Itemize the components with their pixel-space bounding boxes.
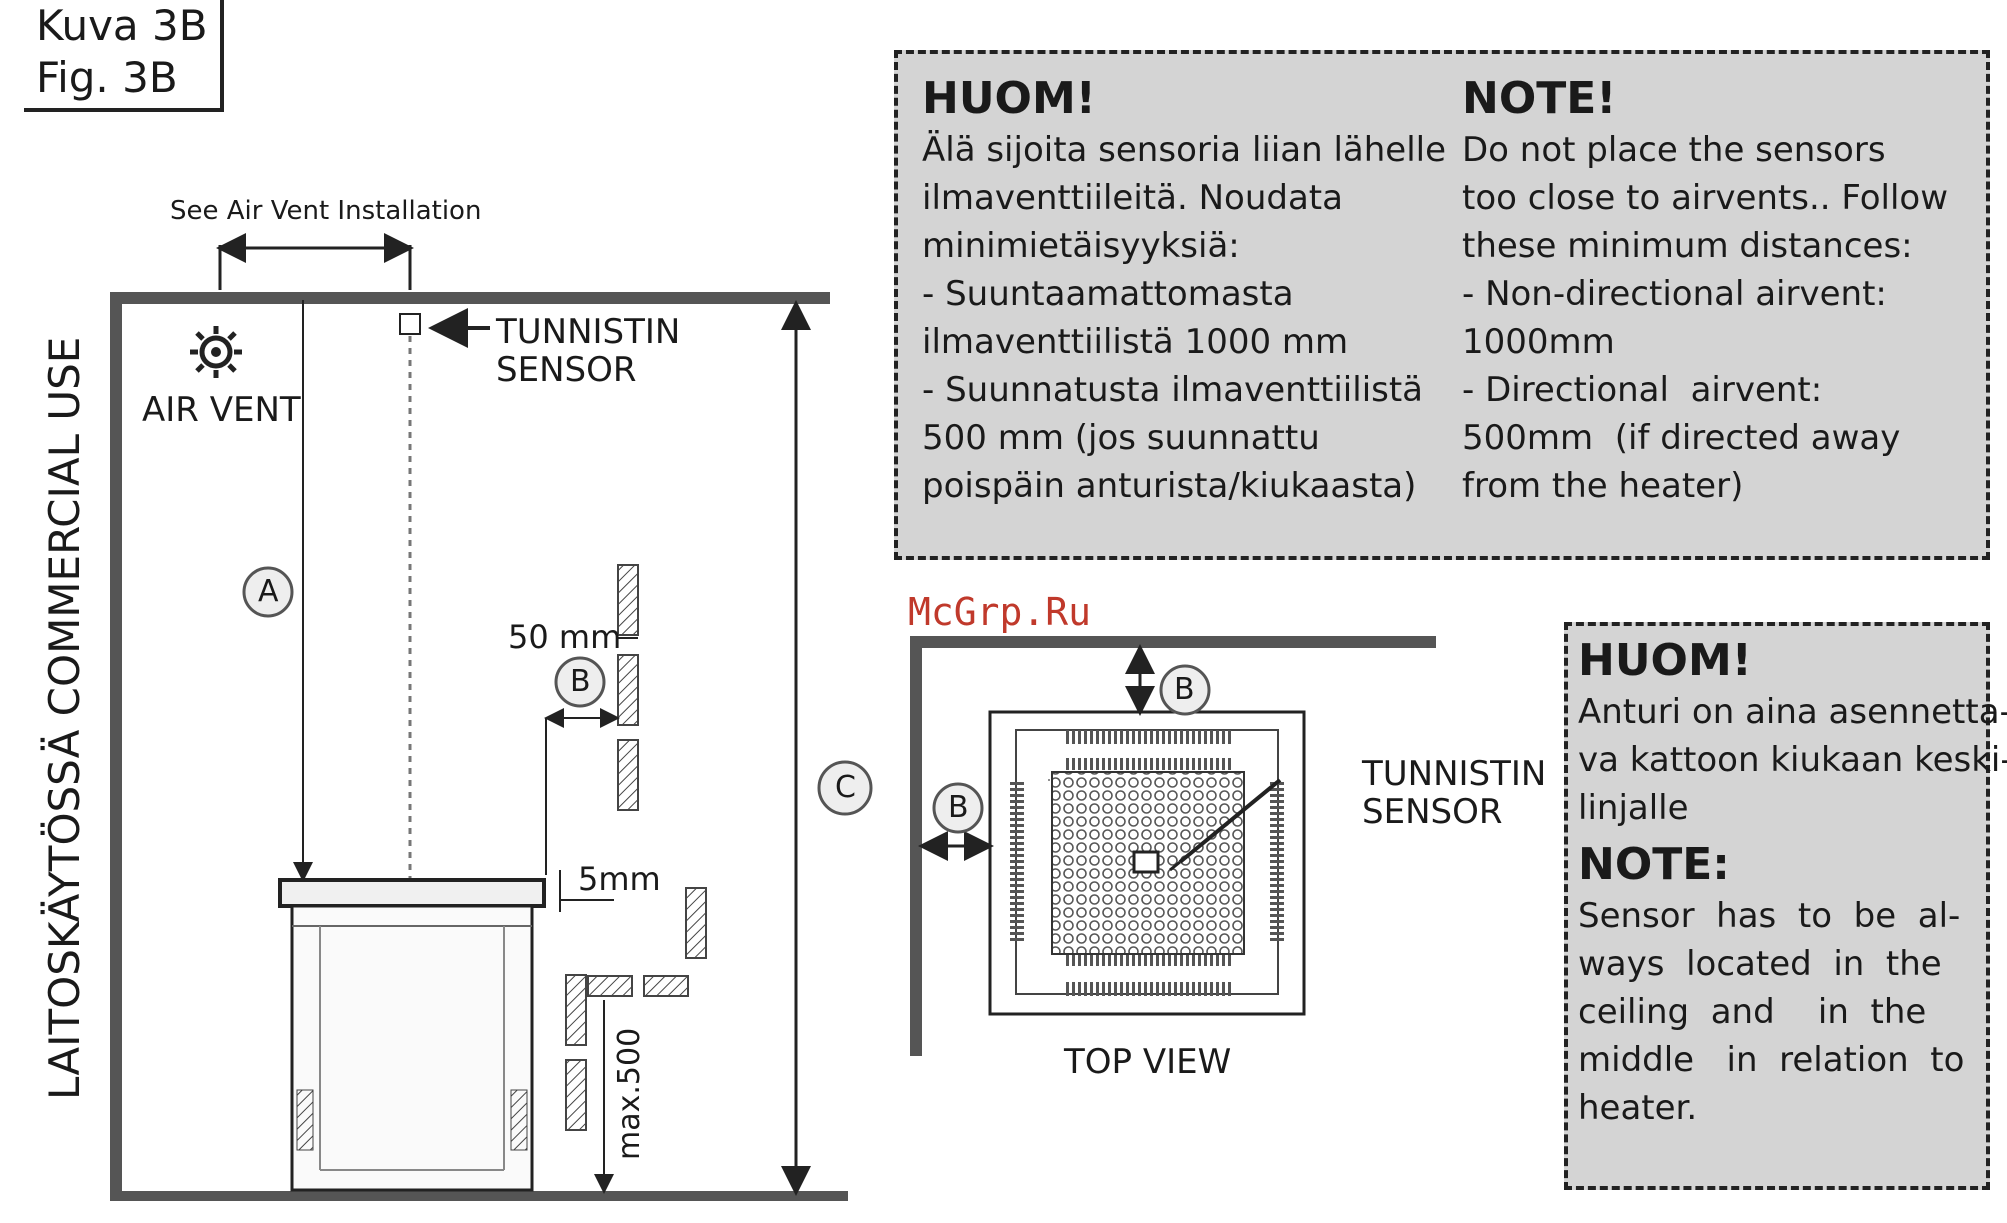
- note-bottom-fi-line: linjalle: [1578, 788, 1689, 828]
- note-top-en-line: - Non-directional airvent:: [1462, 274, 1887, 314]
- figure-label: Kuva 3B Fig. 3B: [36, 0, 208, 104]
- sensor-icon: [399, 313, 421, 335]
- note-top-fi-heading: HUOM!: [922, 73, 1096, 124]
- air-vent-label: AIR VENT: [142, 390, 301, 430]
- note-top-fi-line: ilmaventtiilistä 1000 mm: [922, 322, 1349, 362]
- dim-c-label: C: [835, 770, 856, 805]
- dim-max500-label: max.500: [612, 1027, 647, 1160]
- heater-body: [290, 904, 534, 1192]
- note-bottom-fi-heading: HUOM!: [1578, 635, 1752, 686]
- dim-b-label: B: [570, 664, 591, 699]
- figure-label-box: [24, 0, 224, 112]
- side-view-diagram: [110, 233, 873, 1201]
- note-bottom-en-heading: NOTE:: [1578, 839, 1730, 890]
- dim-a-circle: [242, 566, 294, 618]
- left-dim-b-label: B: [948, 790, 969, 825]
- note-top-en-line: from the heater): [1462, 466, 1744, 506]
- note-top-fi-line: - Suunnatusta ilmaventtiilistä: [922, 370, 1424, 410]
- note-top: HUOM! Älä sijoita sensoria liian lähelle…: [894, 50, 1990, 560]
- note-top-en-line: - Directional airvent:: [1462, 370, 1823, 410]
- note-top-en-line: 1000mm: [1462, 322, 1615, 362]
- air-vent-install-label: See Air Vent Installation: [170, 196, 482, 226]
- note-bottom-en-line: ways located in the: [1578, 944, 1942, 984]
- heater-top: [278, 878, 546, 908]
- note-bottom-fi-line: va kattoon kiukaan keski-: [1578, 740, 2007, 780]
- dim-b-circle: [554, 656, 606, 708]
- dim-5mm-label: 5mm: [578, 860, 661, 898]
- note-top-fi-line: Älä sijoita sensoria liian lähelle: [922, 130, 1447, 170]
- figure-label-fi: Kuva 3B: [36, 1, 208, 50]
- note-bottom: HUOM! Anturi on aina asennetta- va katto…: [1564, 622, 2007, 1190]
- note-top-en-line: Do not place the sensors: [1462, 130, 1886, 170]
- sensor-label-fi: TUNNISTIN: [496, 312, 681, 352]
- note-top-fi-line: 500 mm (jos suunnattu: [922, 418, 1320, 458]
- note-bottom-en-line: ceiling and in the: [1578, 992, 1927, 1032]
- sensor-label-en: SENSOR: [496, 350, 637, 390]
- watermark: McGrp.Ru: [908, 590, 1092, 634]
- note-top-en-line: 500mm (if directed away: [1462, 418, 1901, 458]
- dim-c-circle: [817, 760, 873, 816]
- note-top-en-line: these minimum distances:: [1462, 226, 1913, 266]
- note-top-en-line: too close to airvents.. Follow: [1462, 178, 1949, 218]
- top-view-label: TOP VIEW: [1064, 1042, 1232, 1082]
- dim-50mm-label: 50 mm: [508, 618, 622, 656]
- note-top-fi-line: - Suuntaamattomasta: [922, 274, 1294, 314]
- figure-label-en: Fig. 3B: [36, 53, 178, 102]
- note-top-fi-line: poispäin anturista/kiukaasta): [922, 466, 1417, 506]
- dim-a-label: A: [258, 574, 279, 609]
- note-bottom-en-line: heater.: [1578, 1088, 1698, 1128]
- note-top-fi-line: ilmaventtiileitä. Noudata: [922, 178, 1343, 218]
- top-sensor-label-en: SENSOR: [1362, 792, 1503, 832]
- air-vent-icon: [190, 326, 242, 378]
- note-top-en-heading: NOTE!: [1462, 73, 1617, 124]
- top-view-diagram: [910, 636, 1436, 1056]
- note-bottom-fi-line: Anturi on aina asennetta-: [1578, 692, 2007, 732]
- note-bottom-en-line: middle in relation to: [1578, 1040, 1965, 1080]
- top-dim-b-label: B: [1174, 672, 1195, 707]
- sensor-icon-top: [1132, 850, 1160, 874]
- top-sensor-label-fi: TUNNISTIN: [1362, 754, 1547, 794]
- note-bottom-en-line: Sensor has to be al-: [1578, 896, 1961, 936]
- note-top-fi-line: minimietäisyyksiä:: [922, 226, 1240, 266]
